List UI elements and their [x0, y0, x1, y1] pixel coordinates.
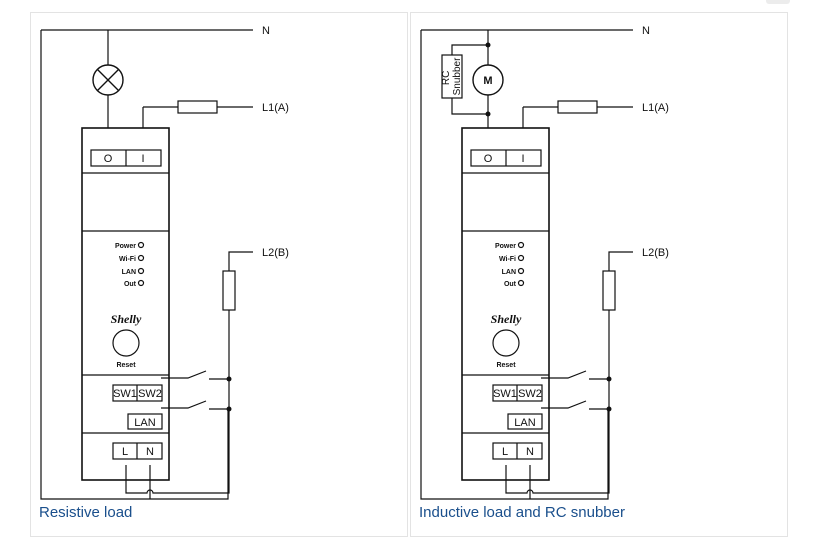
- terminal-l-label: L: [502, 446, 508, 458]
- junction-dot: [226, 376, 232, 382]
- terminal-o-label: O: [484, 153, 493, 165]
- wiring-diagram-inductive: M RC Snubber N L1(A) L2(B) O I Power Wi-…: [410, 12, 788, 537]
- motor-label: M: [483, 75, 492, 87]
- switch-2: [541, 400, 609, 410]
- lan-port: [507, 413, 543, 430]
- terminal-i-label: I: [521, 153, 524, 165]
- bottom-jumper: [125, 465, 230, 494]
- terminal-n-label: N: [526, 446, 534, 458]
- line1-label: L1(A): [642, 102, 669, 114]
- led-wifi-label: Wi-Fi: [499, 256, 516, 263]
- led-power: [517, 241, 525, 249]
- junction-dot: [226, 406, 232, 412]
- top-corner-tab: [766, 0, 790, 4]
- led-lan: [137, 267, 145, 275]
- sw2-label: SW2: [138, 388, 162, 400]
- led-out: [517, 279, 525, 287]
- led-out: [137, 279, 145, 287]
- wiring-diagram-svg: M RC Snubber N L1(A) L2(B) O I Power Wi-…: [420, 25, 669, 500]
- device-body: [461, 127, 550, 481]
- junction-dot: [485, 111, 491, 117]
- led-lan: [517, 267, 525, 275]
- neutral-label: N: [642, 25, 650, 37]
- line1-wire: [142, 106, 253, 128]
- bottom-jumper: [505, 465, 610, 494]
- fuse-l1: [177, 100, 218, 114]
- reset-button: [492, 329, 520, 357]
- snubber-label-rc: RC: [441, 71, 452, 85]
- led-out-label: Out: [504, 281, 517, 288]
- brand-logo: Shelly: [491, 312, 522, 326]
- junction-dot: [606, 406, 612, 412]
- neutral-return-wire: [420, 30, 609, 500]
- diagram-caption: Inductive load and RC snubber: [419, 504, 625, 521]
- led-out-label: Out: [124, 281, 137, 288]
- device-body: [81, 127, 170, 481]
- reset-label: Reset: [116, 362, 136, 369]
- rc-snubber: [441, 54, 463, 99]
- motor-icon: [472, 64, 504, 96]
- fuse-l2: [602, 270, 616, 311]
- snubber-wire: [451, 44, 488, 115]
- fuse-l1: [557, 100, 598, 114]
- sw1-label: SW1: [493, 388, 517, 400]
- lan-port: [127, 413, 163, 430]
- line1-wire: [522, 106, 633, 128]
- wiring-diagram-svg: N L1(A) L2(B) O I Power Wi-Fi LAN Out Sh…: [40, 25, 289, 500]
- neutral-label: N: [262, 25, 270, 37]
- sw2-label: SW2: [518, 388, 542, 400]
- led-wifi: [517, 254, 525, 262]
- line2-label: L2(B): [262, 247, 289, 259]
- reset-label: Reset: [496, 362, 516, 369]
- lan-label: LAN: [134, 417, 155, 429]
- line2-wire: [228, 251, 253, 487]
- led-lan-label: LAN: [122, 269, 136, 276]
- brand-logo: Shelly: [111, 312, 142, 326]
- wiring-diagram-resistive: N L1(A) L2(B) O I Power Wi-Fi LAN Out Sh…: [30, 12, 408, 537]
- led-wifi: [137, 254, 145, 262]
- reset-button: [112, 329, 140, 357]
- diagram-caption: Resistive load: [39, 504, 133, 521]
- switch-1: [541, 370, 609, 380]
- sw1-label: SW1: [113, 388, 137, 400]
- fuse-l2: [222, 270, 236, 311]
- terminal-n-label: N: [146, 446, 154, 458]
- device-dividers: [462, 172, 549, 434]
- led-power-label: Power: [115, 243, 136, 250]
- junction-dot: [606, 376, 612, 382]
- terminal-l-label: L: [122, 446, 128, 458]
- device-dividers: [82, 172, 169, 434]
- lamp-icon: [92, 64, 124, 96]
- led-lan-label: LAN: [502, 269, 516, 276]
- led-power: [137, 241, 145, 249]
- terminal-o-label: O: [104, 153, 113, 165]
- lan-label: LAN: [514, 417, 535, 429]
- line1-label: L1(A): [262, 102, 289, 114]
- terminal-i-label: I: [141, 153, 144, 165]
- neutral-return-wire: [40, 30, 229, 500]
- switch-1: [161, 370, 229, 380]
- line2-label: L2(B): [642, 247, 669, 259]
- line2-wire: [608, 251, 633, 487]
- junction-dot: [485, 42, 491, 48]
- switch-2: [161, 400, 229, 410]
- led-power-label: Power: [495, 243, 516, 250]
- snubber-label-line1: RC Snubber: [441, 57, 463, 95]
- led-wifi-label: Wi-Fi: [119, 256, 136, 263]
- snubber-label-snubber: Snubber: [452, 57, 463, 95]
